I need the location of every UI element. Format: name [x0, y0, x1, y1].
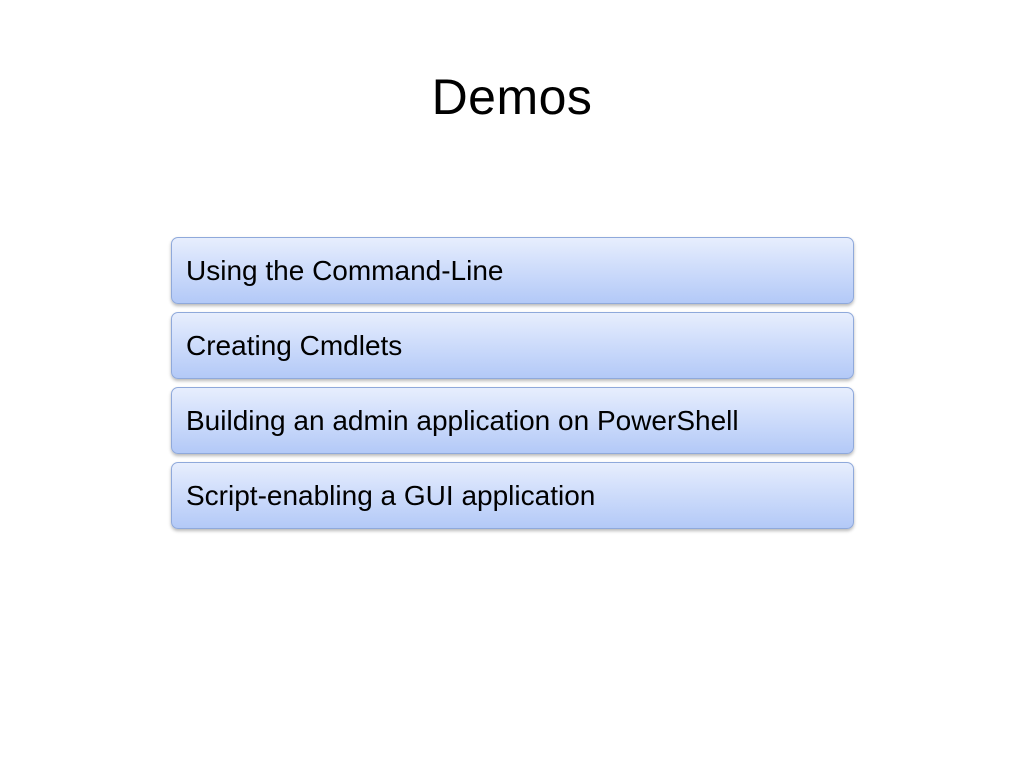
demo-list: Using the Command-Line Creating Cmdlets …	[171, 237, 854, 537]
slide-title: Demos	[431, 69, 593, 125]
list-item: Script-enabling a GUI application	[171, 462, 854, 529]
list-item: Building an admin application on PowerSh…	[171, 387, 854, 454]
list-item: Using the Command-Line	[171, 237, 854, 304]
list-item: Creating Cmdlets	[171, 312, 854, 379]
